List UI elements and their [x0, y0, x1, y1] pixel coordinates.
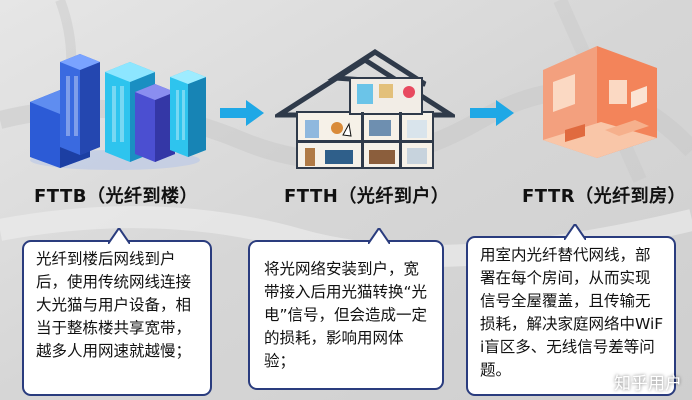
watermark-logo-icon — [590, 373, 610, 393]
panel-title-fttb: FTTB（光纤到楼） — [34, 186, 198, 207]
callout-pointer — [368, 228, 390, 244]
description-text-fttr: 用室内光纤替代网线，部署在每个房间，从而实现信号全屋覆盖，且传输无损耗，解决家庭… — [480, 246, 664, 379]
watermark-text: 知乎用户 — [614, 374, 682, 394]
arrow-right-icon — [220, 100, 264, 126]
description-callout-fttr: 用室内光纤替代网线，部署在每个房间，从而实现信号全屋覆盖，且传输无损耗，解决家庭… — [466, 224, 676, 396]
house-cutaway-illustration — [275, 49, 455, 169]
description-text-fttb: 光纤到楼后网线到户后，使用传统网线连接大光猫与用户设备，相当于整栋楼共享宽带，越… — [36, 250, 192, 360]
building-purple — [135, 84, 175, 162]
description-callout-fttb: 光纤到楼后网线到户后，使用传统网线连接大光猫与用户设备，相当于整栋楼共享宽带，越… — [22, 228, 212, 396]
arrow-right-icon — [470, 100, 514, 126]
description-text-ftth: 将光网络安装到户，宽带接入后用光猫转换“光电”信号，但会造成一定的损耗，影响用网… — [264, 260, 428, 370]
panel-title-fttr: FTTR（光纤到房） — [522, 186, 687, 207]
office-buildings-illustration — [30, 54, 206, 170]
callout-pointer — [108, 228, 130, 244]
callout-pointer — [564, 224, 586, 240]
panel-title-ftth: FTTH（光纤到户） — [284, 186, 450, 207]
room-cube-illustration — [543, 46, 657, 158]
building-tall-left — [60, 54, 100, 155]
description-callout-ftth: 将光网络安装到户，宽带接入后用光猫转换“光电”信号，但会造成一定的损耗，影响用网… — [248, 228, 444, 390]
building-right — [170, 70, 206, 157]
